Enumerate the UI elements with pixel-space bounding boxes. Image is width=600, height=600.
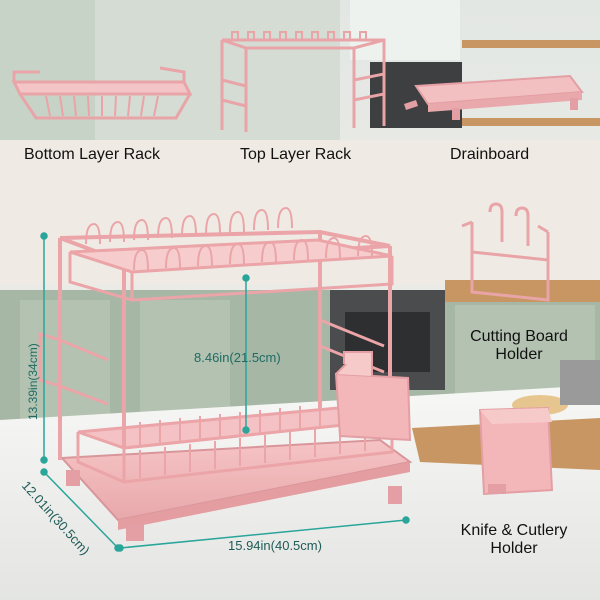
top-layer-rack-label: Top Layer Rack [240,146,352,163]
cutting-board-holder-label: Cutting Board Holder [452,328,586,364]
width-dimension-label: 15.94in(40.5cm) [228,538,322,553]
cutting-board-holder-label-line2: Holder [495,346,543,363]
cutting-board-holder-image [461,202,550,302]
knife-holder-label: Knife & Cutlery Holder [442,522,586,558]
right-counter-top [445,280,600,302]
knife-holder-image [478,406,554,496]
pan [560,360,600,405]
cutting-board-holder-label-line1: Cutting Board [470,328,568,345]
inner-height-dimension-label: 8.46in(21.5cm) [194,350,281,365]
main-dish-rack [38,206,413,541]
shelf [462,40,600,48]
height-dimension-label: 13.39in(34cm) [26,343,40,420]
bottom-layer-rack-image [11,66,193,120]
drainboard-image [404,74,584,120]
shelf-lower [462,118,600,126]
depth-dimension-line [43,471,119,549]
drainboard-label: Drainboard [450,146,530,163]
width-dimension-line [119,519,407,549]
window-glass [350,0,460,60]
knife-holder-label-line1: Knife & Cutlery [460,522,568,539]
knife-holder-label-line2: Holder [490,540,538,557]
bottom-layer-rack-label: Bottom Layer Rack [24,146,161,163]
top-layer-rack-image [220,31,386,132]
